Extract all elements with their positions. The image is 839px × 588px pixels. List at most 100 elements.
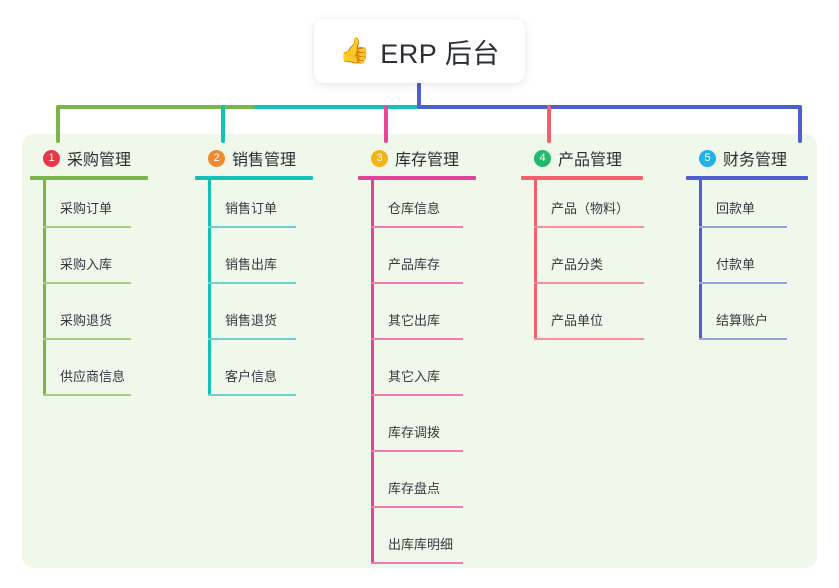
leaf-item[interactable]: 产品分类	[521, 236, 644, 292]
leaf-item-label: 其它出库	[388, 313, 441, 328]
leaf-item[interactable]: 产品单位	[521, 292, 644, 348]
leaf-item[interactable]: 采购入库	[30, 236, 148, 292]
leaf-item-rule	[208, 338, 296, 340]
leaf-item-label: 销售出库	[225, 257, 278, 272]
column-3: 3 库存管理仓库信息产品库存其它出库其它入库库存调拨库存盘点出库库明细	[358, 146, 476, 572]
leaf-item-rule	[208, 226, 296, 228]
column-items-2: 销售订单销售出库销售退货客户信息	[195, 180, 313, 404]
leaf-item-rule	[699, 282, 787, 284]
leaf-item-label: 回款单	[716, 201, 756, 216]
leaf-item-label: 其它入库	[388, 369, 441, 384]
column-title-3: 库存管理	[395, 152, 460, 169]
leaf-item[interactable]: 其它出库	[358, 292, 476, 348]
leaf-item[interactable]: 付款单	[686, 236, 808, 292]
leaf-item[interactable]: 采购退货	[30, 292, 148, 348]
column-spine-4	[534, 180, 537, 340]
root-node-card[interactable]: 👍 ERP 后台	[314, 19, 525, 83]
leaf-item-rule	[699, 338, 787, 340]
column-items-3: 仓库信息产品库存其它出库其它入库库存调拨库存盘点出库库明细	[358, 180, 476, 572]
column-spine-3	[371, 180, 374, 564]
column-title-1: 采购管理	[67, 152, 132, 169]
leaf-item[interactable]: 仓库信息	[358, 180, 476, 236]
leaf-item-label: 产品（物料）	[551, 201, 630, 216]
root-stem-connector	[417, 83, 421, 108]
leaf-item-rule	[371, 506, 463, 508]
column-rule-1	[30, 176, 148, 180]
column-spine-5	[699, 180, 702, 340]
bus-segment-green	[56, 105, 256, 109]
column-title-4: 产品管理	[558, 152, 623, 169]
leaf-item-label: 库存盘点	[388, 481, 441, 496]
column-spine-2	[208, 180, 211, 396]
leaf-item-rule	[43, 338, 131, 340]
drop-col-4	[547, 105, 551, 143]
leaf-item[interactable]: 库存盘点	[358, 460, 476, 516]
leaf-item-label: 采购入库	[60, 257, 113, 272]
leaf-item[interactable]: 库存调拨	[358, 404, 476, 460]
leaf-item-label: 产品单位	[551, 313, 604, 328]
column-items-4: 产品（物料） 产品分类产品单位	[521, 180, 644, 348]
leaf-item[interactable]: 销售订单	[195, 180, 313, 236]
leaf-item-label: 销售订单	[225, 201, 278, 216]
leaf-item[interactable]: 结算账户	[686, 292, 808, 348]
leaf-item-rule	[371, 562, 463, 564]
column-spine-1	[43, 180, 46, 396]
column-title-2: 销售管理	[232, 152, 297, 169]
drop-col-1	[56, 105, 60, 143]
leaf-item-rule	[43, 226, 131, 228]
leaf-item-rule	[371, 282, 463, 284]
leaf-item-rule	[534, 338, 644, 340]
leaf-item[interactable]: 回款单	[686, 180, 808, 236]
leaf-item-rule	[534, 282, 644, 284]
leaf-item-label: 采购退货	[60, 313, 113, 328]
leaf-item-rule	[371, 338, 463, 340]
column-rule-5	[686, 176, 808, 180]
leaf-item[interactable]: 产品（物料）	[521, 180, 644, 236]
column-badge-5: 5	[699, 149, 716, 167]
leaf-item[interactable]: 产品库存	[358, 236, 476, 292]
column-badge-3: 3	[371, 149, 388, 167]
drop-col-3	[384, 105, 388, 143]
drop-col-5	[798, 105, 802, 143]
column-items-1: 采购订单采购入库采购退货供应商信息	[30, 180, 148, 404]
leaf-item-rule	[699, 226, 787, 228]
column-badge-1: 1	[43, 149, 60, 167]
leaf-item-label: 结算账户	[716, 313, 769, 328]
column-header-3[interactable]: 3 库存管理	[358, 146, 476, 170]
leaf-item-label: 付款单	[716, 257, 756, 272]
leaf-item-rule	[208, 282, 296, 284]
leaf-item-rule	[371, 226, 463, 228]
bus-segment-teal	[254, 105, 419, 109]
drop-col-2	[221, 105, 225, 143]
thumbs-up-icon: 👍	[339, 36, 371, 65]
leaf-item[interactable]: 采购订单	[30, 180, 148, 236]
column-items-5: 回款单付款单结算账户	[686, 180, 808, 348]
leaf-item-label: 仓库信息	[388, 201, 441, 216]
column-rule-2	[195, 176, 313, 180]
leaf-item-label: 销售退货	[225, 313, 278, 328]
diagram-panel	[22, 134, 817, 568]
column-rule-3	[358, 176, 476, 180]
column-rule-4	[521, 176, 643, 180]
leaf-item[interactable]: 客户信息	[195, 348, 313, 404]
leaf-item-label: 出库库明细	[388, 537, 454, 552]
column-header-1[interactable]: 1 采购管理	[30, 146, 148, 170]
leaf-item-rule	[534, 226, 644, 228]
leaf-item[interactable]: 其它入库	[358, 348, 476, 404]
leaf-item[interactable]: 出库库明细	[358, 516, 476, 572]
leaf-item-label: 供应商信息	[60, 369, 126, 384]
leaf-item-label: 产品分类	[551, 257, 604, 272]
leaf-item-rule	[43, 282, 131, 284]
leaf-item[interactable]: 销售出库	[195, 236, 313, 292]
bus-segment-blue	[417, 105, 802, 109]
leaf-item-rule	[371, 450, 463, 452]
leaf-item[interactable]: 销售退货	[195, 292, 313, 348]
leaf-item[interactable]: 供应商信息	[30, 348, 148, 404]
